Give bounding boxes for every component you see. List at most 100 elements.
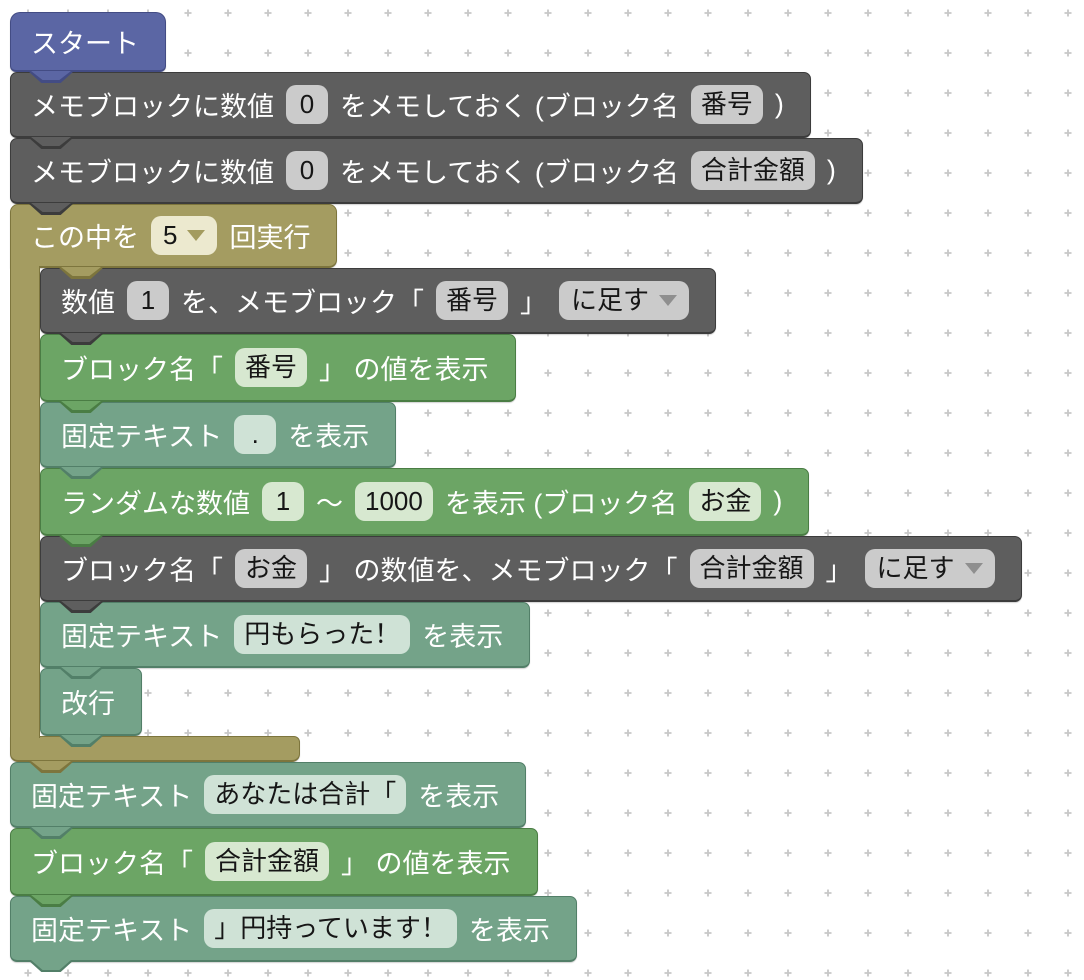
block-label: 」 bbox=[825, 556, 853, 586]
field-memo-name[interactable]: 合計金額 bbox=[205, 842, 330, 881]
caret-down-icon bbox=[187, 230, 206, 241]
block-label: を、メモブロック「 bbox=[181, 288, 424, 318]
block-label: を表示 bbox=[468, 916, 550, 946]
fixed-text-block-2[interactable]: 固定テキスト円もらった！ を表示 bbox=[40, 601, 531, 668]
connector-notch bbox=[61, 601, 101, 610]
repeat-loop-spine[interactable] bbox=[10, 266, 40, 738]
field-memo-name[interactable]: 番号 bbox=[690, 85, 763, 124]
block-content: 固定テキストあなたは合計「を表示 bbox=[11, 763, 525, 826]
field-random-max[interactable]: 1000 bbox=[355, 482, 433, 521]
connector-notch bbox=[61, 401, 101, 410]
block-label: ～ bbox=[316, 489, 343, 519]
block-label: ) bbox=[774, 89, 784, 119]
connector-notch bbox=[31, 203, 71, 212]
caret-down-icon bbox=[659, 295, 678, 306]
block-label: を表示 bbox=[422, 622, 504, 652]
block-label: 固定テキスト bbox=[31, 782, 193, 812]
block-content: ブロック名「お金」 の数値を、メモブロック「合計金額」に足す bbox=[41, 537, 1021, 600]
block-label: をメモしておく (ブロック名 bbox=[340, 92, 679, 122]
block-label: 」 の値を表示 bbox=[341, 849, 511, 879]
dropdown-value: に足す bbox=[571, 285, 650, 316]
field-fixed-text[interactable]: 」円持っています！ bbox=[204, 909, 457, 948]
show-memo-value-block-1[interactable]: ブロック名「番号」 の値を表示 bbox=[40, 333, 516, 402]
fixed-text-block-4[interactable]: 固定テキスト」円持っています！ を表示 bbox=[10, 895, 577, 972]
block-content: 改行 bbox=[41, 669, 141, 734]
dropdown-value: に足す bbox=[876, 553, 955, 584]
newline-block[interactable]: 改行 bbox=[40, 667, 142, 736]
connector-notch bbox=[31, 137, 71, 146]
block-label: を表示 bbox=[418, 782, 500, 812]
show-memo-value-block-2[interactable]: ブロック名「合計金額」 の値を表示 bbox=[10, 827, 538, 896]
block-content: ブロック名「番号」 の値を表示 bbox=[41, 335, 515, 400]
connector-notch bbox=[61, 535, 101, 544]
block-label: 」 の数値を、メモブロック「 bbox=[319, 556, 678, 586]
block-content: メモブロックに数値 0 をメモしておく (ブロック名合計金額) bbox=[11, 139, 862, 202]
block-content: メモブロックに数値 0 をメモしておく (ブロック名番号) bbox=[11, 73, 810, 136]
fixed-text-block-1[interactable]: 固定テキスト.を表示 bbox=[40, 401, 397, 468]
block-label: をメモしておく (ブロック名 bbox=[340, 158, 679, 188]
block-label: ブロック名「 bbox=[61, 556, 223, 586]
memo-set-block-2[interactable]: メモブロックに数値 0 をメモしておく (ブロック名合計金額) bbox=[10, 137, 863, 204]
block-content: スタート bbox=[11, 13, 165, 70]
block-label: 」 bbox=[520, 288, 548, 318]
block-label: を表示 (ブロック名 bbox=[444, 489, 678, 519]
dropdown-value: 5 bbox=[163, 220, 178, 251]
add-number-block[interactable]: 数値 1 を、メモブロック「番号」に足す bbox=[40, 267, 717, 334]
block-content: 固定テキスト.を表示 bbox=[41, 403, 395, 466]
dropdown-operation[interactable]: に足す bbox=[864, 549, 995, 588]
field-memo-name[interactable]: お金 bbox=[689, 482, 762, 521]
block-label: 固定テキスト bbox=[61, 622, 223, 652]
connector-notch bbox=[61, 667, 101, 676]
block-label: メモブロックに数値 bbox=[31, 158, 274, 188]
block-label: ブロック名「 bbox=[61, 355, 223, 385]
block-label: 数値 bbox=[61, 288, 115, 318]
repeat-loop-foot[interactable] bbox=[10, 735, 300, 762]
connector-notch bbox=[61, 735, 101, 744]
field-memo-name[interactable]: 合計金額 bbox=[689, 549, 814, 588]
memo-set-block-1[interactable]: メモブロックに数値 0 をメモしておく (ブロック名番号) bbox=[10, 71, 811, 138]
connector-notch bbox=[61, 333, 101, 342]
block-label: メモブロックに数値 bbox=[31, 92, 274, 122]
field-memo-name[interactable]: 番号 bbox=[436, 281, 509, 320]
field-initial-number[interactable]: 0 bbox=[286, 151, 328, 190]
block-label: ランダムな数値 bbox=[61, 489, 250, 519]
dropdown-operation[interactable]: に足す bbox=[559, 281, 690, 320]
add-memo-value-block[interactable]: ブロック名「お金」 の数値を、メモブロック「合計金額」に足す bbox=[40, 535, 1022, 602]
block-label: ) bbox=[773, 486, 783, 516]
field-random-min[interactable]: 1 bbox=[262, 482, 304, 521]
field-fixed-text[interactable]: 円もらった！ bbox=[234, 615, 411, 654]
field-memo-name[interactable]: 合計金額 bbox=[690, 151, 815, 190]
block-label: 」 の値を表示 bbox=[319, 355, 489, 385]
block-label: ブロック名「 bbox=[31, 849, 193, 879]
block-content: ランダムな数値 1 ～ 1000 を表示 (ブロック名お金) bbox=[41, 469, 808, 534]
random-number-block[interactable]: ランダムな数値 1 ～ 1000 を表示 (ブロック名お金) bbox=[40, 467, 810, 536]
block-label: ) bbox=[826, 155, 836, 185]
block-label: スタート bbox=[31, 29, 139, 59]
fixed-text-block-3[interactable]: 固定テキストあなたは合計「を表示 bbox=[10, 761, 527, 828]
field-fixed-text[interactable]: あなたは合計「 bbox=[204, 775, 407, 814]
block-label: 固定テキスト bbox=[61, 422, 223, 452]
caret-down-icon bbox=[964, 563, 983, 574]
connector-notch bbox=[31, 761, 71, 770]
connector-notch bbox=[61, 267, 101, 276]
start-block[interactable]: スタート bbox=[10, 12, 166, 72]
block-content: ブロック名「合計金額」 の値を表示 bbox=[11, 829, 537, 894]
field-memo-name[interactable]: お金 bbox=[235, 549, 308, 588]
block-content: 数値 1 を、メモブロック「番号」に足す bbox=[41, 269, 715, 332]
block-label: 固定テキスト bbox=[31, 916, 193, 946]
field-fixed-text[interactable]: . bbox=[234, 415, 277, 454]
field-initial-number[interactable]: 0 bbox=[286, 85, 328, 124]
dropdown-repeat-count[interactable]: 5 bbox=[151, 216, 218, 255]
connector-notch bbox=[31, 827, 71, 836]
connector-notch bbox=[61, 467, 101, 476]
block-content: 固定テキスト」円持っています！ を表示 bbox=[11, 897, 576, 960]
connector-notch bbox=[31, 895, 71, 904]
block-label: 改行 bbox=[61, 689, 115, 719]
block-content: 固定テキスト円もらった！ を表示 bbox=[41, 603, 529, 666]
connector-bump bbox=[31, 960, 71, 970]
field-memo-name[interactable]: 番号 bbox=[235, 348, 308, 387]
field-add-number[interactable]: 1 bbox=[127, 281, 169, 320]
